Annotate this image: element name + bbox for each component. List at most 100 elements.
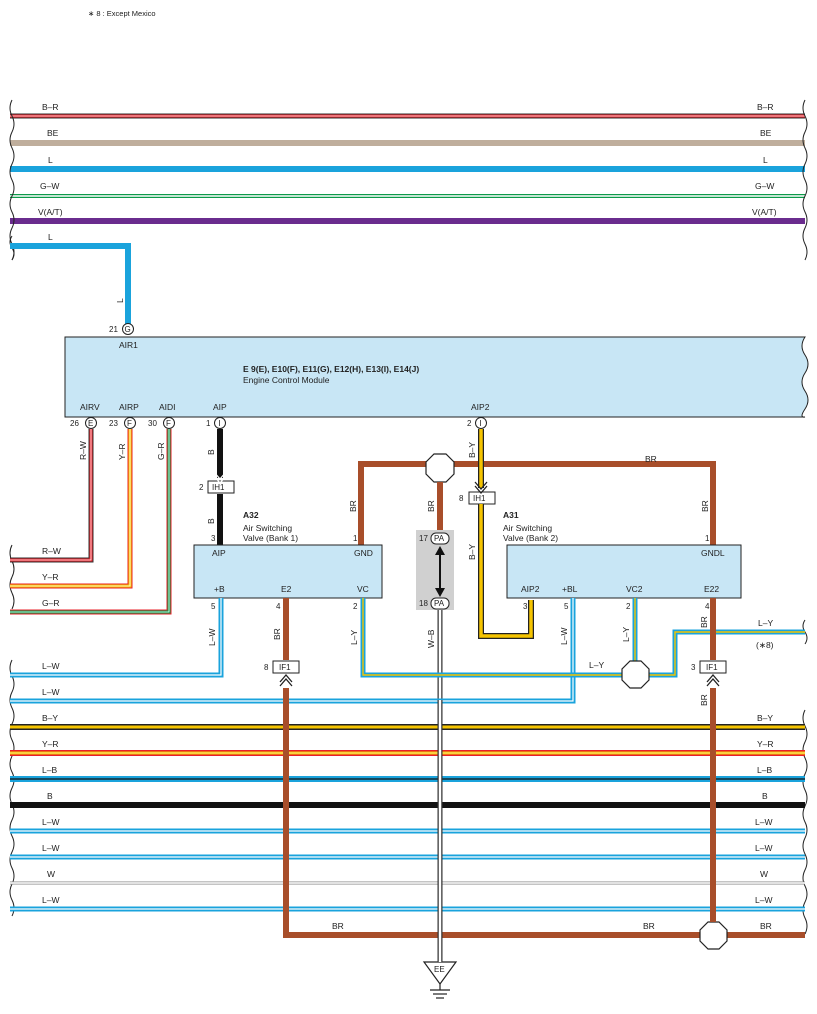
wire-label-left: G–W — [40, 181, 59, 191]
a31-pin-gndl: GNDL — [701, 548, 725, 558]
l-wire-air1 — [10, 243, 131, 325]
br-label: BR — [643, 921, 655, 931]
br-label: BR — [272, 628, 282, 640]
bus-label-left: L–B — [42, 765, 57, 775]
air1-pin: 21 — [109, 325, 118, 334]
bus-label-right: B — [762, 791, 768, 801]
by-label: B–Y — [467, 442, 477, 458]
ecm-pin-airp-label: AIRP — [119, 402, 139, 412]
lw-vertical-label: L–W — [559, 628, 569, 645]
ecm-pin-connectors — [85, 417, 487, 429]
if1-left-arrow-icon — [279, 674, 293, 687]
a31-pin-num: 4 — [705, 602, 710, 611]
a32-pin-e2: E2 — [281, 584, 292, 594]
if1-right-pin: 3 — [691, 663, 696, 672]
a31-name: Air Switching — [503, 523, 552, 533]
wire-label-right: L — [763, 155, 768, 165]
rw-label: R–W — [42, 546, 61, 556]
wire-label-left: V(A/T) — [38, 207, 63, 217]
pa-arrow-down-icon — [435, 588, 445, 597]
wire-label-right: G–W — [755, 181, 774, 191]
if1-left-connector — [272, 660, 300, 674]
b-wire-label: B — [206, 518, 216, 524]
ecm-pin-number: 23 — [109, 419, 118, 428]
a32-id: A32 — [243, 510, 259, 520]
ly-vertical-label: L–Y — [349, 630, 359, 645]
lw-wire-a31-stripe — [10, 598, 574, 702]
l-wire-label: L — [48, 232, 53, 242]
a32-name: Air Switching — [243, 523, 292, 533]
bus-label-left: L–W — [42, 843, 59, 853]
gr-label: G–R — [42, 598, 59, 608]
a32-pin-gnd: GND — [354, 548, 373, 558]
bus-label-right: L–W — [755, 817, 772, 827]
right-break-marks — [802, 99, 808, 935]
a32-pin-aip: AIP — [212, 548, 226, 558]
pa-top-label: PA — [434, 534, 445, 543]
bus-label-right: L–W — [755, 843, 772, 853]
pa-arrow-up-icon — [435, 546, 445, 555]
if1-right-label: IF1 — [706, 663, 718, 672]
br-label: BR — [699, 616, 709, 628]
a31-box — [506, 544, 742, 599]
l-wire-vertical-label: L — [115, 298, 125, 303]
ly-label: L–Y — [589, 660, 604, 670]
ecm-conn-letter: I — [480, 419, 482, 428]
a32-pin-vc: VC — [357, 584, 369, 594]
a32-name: Valve (Bank 1) — [243, 533, 298, 543]
wire-label-right: V(A/T) — [752, 207, 777, 217]
ecm-box — [64, 336, 809, 418]
air1-connector — [122, 323, 134, 335]
a31-pin-num: 1 — [705, 534, 710, 543]
a31-name: Valve (Bank 2) — [503, 533, 558, 543]
wire-label-right: B–R — [757, 102, 774, 112]
ly-right-label: L–Y — [758, 618, 773, 628]
ly-wire-right-stripe — [649, 631, 805, 676]
br-label: BR — [760, 921, 772, 931]
ground-icon — [430, 984, 450, 999]
a32-pin-num: 1 — [353, 534, 358, 543]
except-label: (∗8) — [756, 640, 774, 650]
ecm-conn-letter: I — [219, 419, 221, 428]
if1-left-label: IF1 — [279, 663, 291, 672]
ecm-conn-letter: F — [127, 419, 132, 428]
gr-vertical-label: G–R — [156, 443, 166, 460]
ih1-right-pin: 8 — [459, 494, 464, 503]
bus-label-right: L–B — [757, 765, 772, 775]
wire-label-left: L — [48, 155, 53, 165]
a31-pin-aip2: AIP2 — [521, 584, 540, 594]
a31-pin-bl: +BL — [562, 584, 578, 594]
ecm-pin-aip-label: AIP — [213, 402, 227, 412]
wire-label-left: B–R — [42, 102, 59, 112]
a31-pin-num: 5 — [564, 602, 569, 611]
air1-conn-letter: G — [125, 325, 131, 334]
splice-bottom — [699, 921, 728, 950]
ly-wire-vc-stripe — [362, 598, 624, 676]
pa-bottom-label: PA — [434, 599, 445, 608]
ly-wire-right — [649, 629, 805, 678]
pa-top-pin: 17 — [419, 534, 428, 543]
ih1-left-label: IH1 — [212, 483, 225, 492]
splice-top — [425, 453, 455, 483]
ly-vertical-label: L–Y — [621, 627, 631, 642]
br-label: BR — [699, 694, 709, 706]
left-ecm-wires — [10, 429, 172, 615]
pa-bottom-connector — [430, 597, 450, 610]
bus-label-right: L–W — [755, 895, 772, 905]
a31-pin-e22: E22 — [704, 584, 719, 594]
a31-pin-vc2: VC2 — [626, 584, 643, 594]
ecm-conn-letter: E — [88, 419, 93, 428]
top-wires — [10, 113, 805, 224]
br-vertical-label: BR — [700, 500, 710, 512]
yr-vertical-label: Y–R — [117, 443, 127, 460]
bus-label-left: B — [47, 791, 53, 801]
ecm-pin-number: 26 — [70, 419, 79, 428]
a31-pin-num: 2 — [626, 602, 631, 611]
if1-right-arrow-icon — [706, 674, 720, 687]
air1-label: AIR1 — [119, 340, 138, 350]
ground-label: EE — [434, 965, 445, 974]
bus-label-right: W — [760, 869, 768, 879]
ih1-right-label: IH1 — [473, 494, 486, 503]
pa-top-connector — [430, 532, 450, 545]
ecm-subtitle: Engine Control Module — [243, 375, 330, 385]
